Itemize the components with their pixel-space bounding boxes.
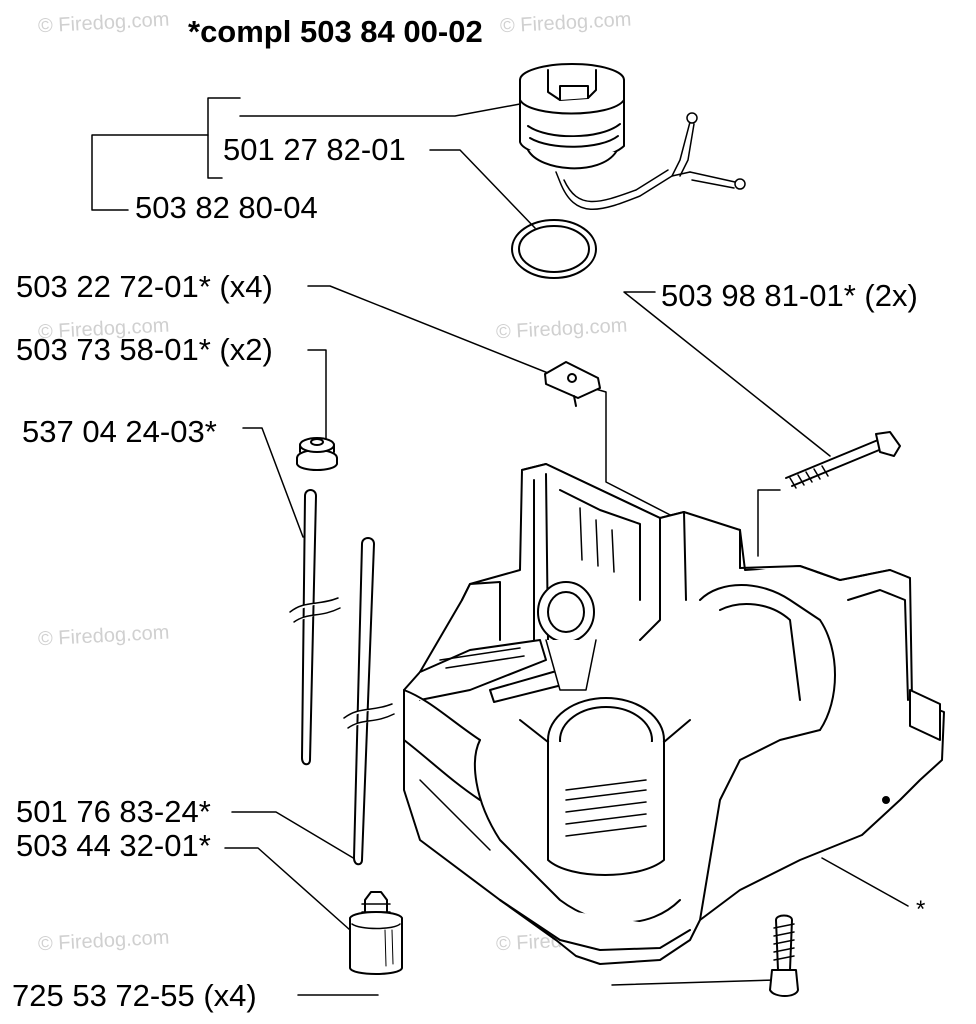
part-label-503-82-80-04: 503 82 80-04 — [135, 190, 318, 225]
clip — [544, 361, 601, 407]
part-label-501-27-82-01: 501 27 82-01 — [223, 132, 406, 167]
o-ring — [511, 219, 597, 279]
part-label-503-73-58-01: 503 73 58-01* (x2) — [16, 332, 273, 367]
retaining-strap — [555, 112, 746, 211]
part-label-503-44-32-01: 503 44 32-01* — [16, 828, 211, 863]
fuel-filter — [349, 891, 403, 975]
grommet — [296, 437, 338, 471]
leader-lines — [91, 97, 909, 996]
fuel-hose — [343, 537, 395, 866]
part-label-503-22-72-01: 503 22 72-01* (x4) — [16, 269, 273, 304]
part-label-501-76-83-24: 501 76 83-24* — [16, 794, 211, 829]
part-label-537-04-24-03: 537 04 24-03* — [22, 414, 217, 449]
part-label-503-98-81-01: 503 98 81-01* (2x) — [661, 278, 918, 313]
part-label-725-53-72-55: 725 53 72-55 (x4) — [12, 978, 257, 1013]
bolt — [785, 431, 901, 489]
fuel-cap — [519, 63, 625, 170]
fuel-tank — [403, 463, 945, 965]
screw — [769, 914, 799, 997]
diagram-title: *compl 503 84 00-02 — [188, 14, 483, 49]
part-label-asterisk: * — [916, 896, 926, 923]
fuel-hose — [289, 489, 341, 766]
